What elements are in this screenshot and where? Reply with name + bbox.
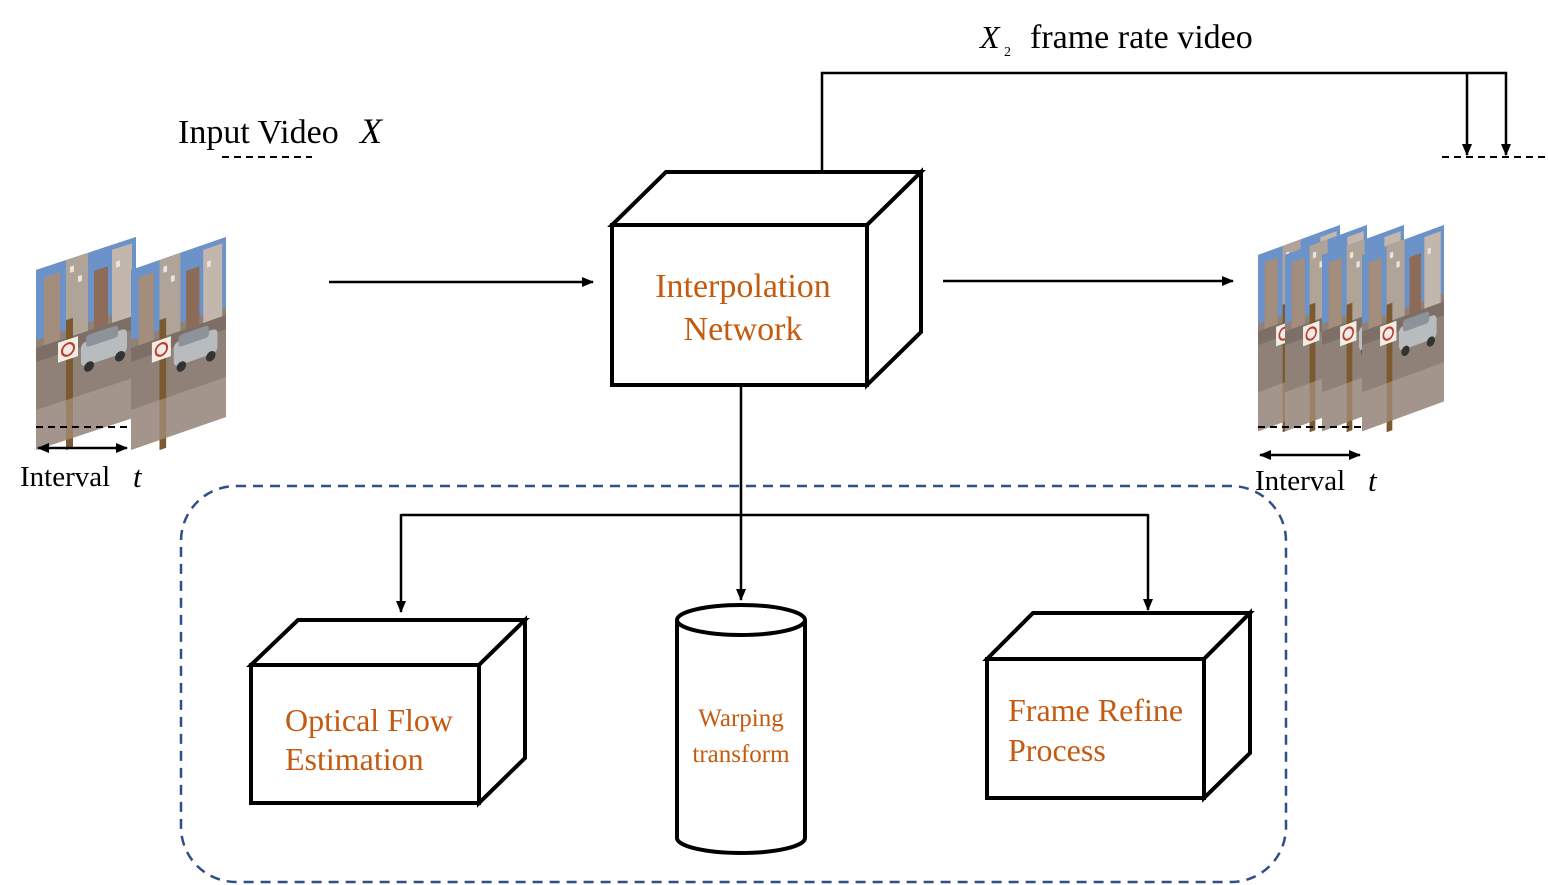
- warping-label-line2: transform: [692, 741, 790, 768]
- frame-refine-box: [982, 608, 1255, 803]
- input-interval-var: t: [133, 459, 143, 494]
- refine-label-line1: Frame Refine: [1008, 692, 1183, 728]
- output-interval-var: t: [1368, 463, 1378, 498]
- warping-cylinder: [675, 603, 807, 855]
- output-frames: [1256, 223, 1446, 443]
- output-interval-label: Interval: [1255, 465, 1345, 497]
- interpolation-network-box: [607, 167, 926, 390]
- top-label-var: X: [978, 19, 1001, 55]
- top-label-sub: 2: [1004, 45, 1011, 60]
- network-detail-region: [179, 484, 1288, 884]
- optical-flow-box: [246, 615, 530, 808]
- input-frame-2: [129, 235, 228, 462]
- network-label-line1: Interpolation: [655, 268, 831, 305]
- optical-flow-label-line2: Estimation: [285, 741, 424, 777]
- top-output-line: [820, 71, 1511, 172]
- input-interval-label: Interval: [20, 461, 110, 493]
- refine-label-line2: Process: [1008, 732, 1106, 768]
- optical-flow-label-line1: Optical Flow: [285, 702, 453, 738]
- input-title-var: X: [358, 111, 384, 151]
- warping-label-line1: Warping: [698, 705, 784, 732]
- output-frame-4: [1360, 223, 1446, 443]
- top-label-rest: frame rate video: [1030, 19, 1253, 56]
- network-label-line2: Network: [684, 311, 803, 348]
- input-title: Input Video: [178, 114, 339, 151]
